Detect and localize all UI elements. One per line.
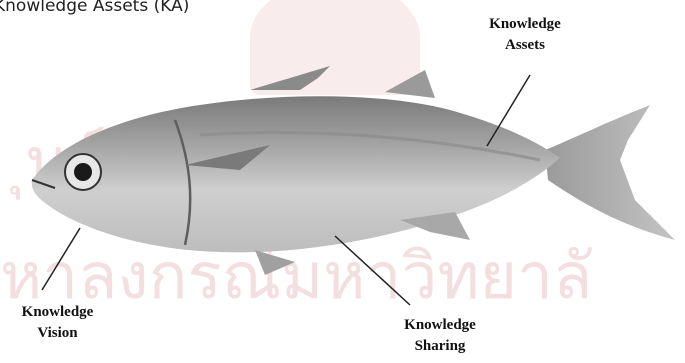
label-knowledge-assets: Knowledge Assets — [470, 14, 580, 56]
label-assets-line1: Knowledge — [470, 14, 580, 35]
label-sharing-line2: Sharing — [385, 336, 495, 357]
dorsal-fin-rear — [385, 70, 435, 98]
tail-fin — [545, 105, 675, 240]
dorsal-fin-front — [250, 66, 330, 90]
arrow-sharing — [335, 236, 410, 305]
pelvic-fin — [255, 250, 295, 275]
arrow-vision — [42, 228, 80, 290]
label-vision-line2: Vision — [5, 323, 110, 344]
label-assets-line2: Assets — [470, 35, 580, 56]
label-vision-line1: Knowledge — [5, 302, 110, 323]
label-knowledge-vision: Knowledge Vision — [5, 302, 110, 344]
label-knowledge-sharing: Knowledge Sharing — [385, 315, 495, 357]
fish-body — [32, 96, 560, 252]
fish-eye-pupil — [74, 163, 92, 181]
label-sharing-line1: Knowledge — [385, 315, 495, 336]
